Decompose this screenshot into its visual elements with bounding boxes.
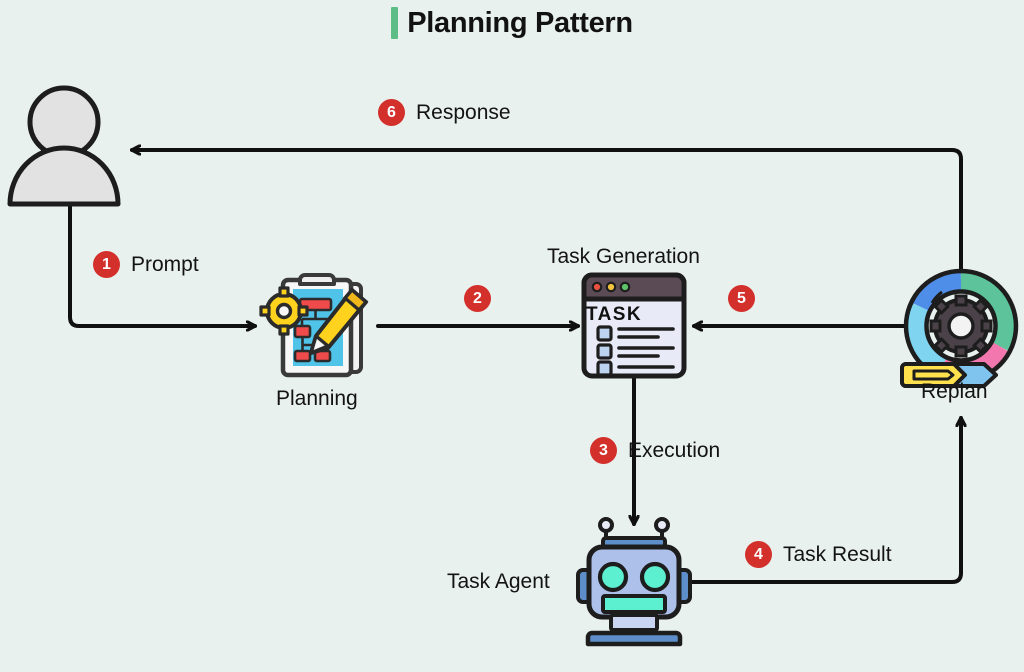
- arrow-task-result: [690, 416, 961, 584]
- step-label-prompt: Prompt: [131, 253, 199, 276]
- node-label-task-agent: Task Agent: [447, 570, 550, 593]
- step-badge-5: 5: [728, 285, 755, 312]
- task-window-heading: TASK: [586, 304, 642, 325]
- step-badge-3: 3: [590, 437, 617, 464]
- step-6-response: 6 Response: [378, 99, 511, 126]
- clipboard-flowchart-gear-pencil-icon: [259, 273, 369, 378]
- user-avatar-icon: [7, 85, 121, 207]
- task-window-checklist-icon: TASK: [581, 272, 687, 379]
- arrow-response: [130, 150, 963, 274]
- pencil-icon: [309, 287, 369, 355]
- step-label-task-result: Task Result: [783, 543, 892, 566]
- agile-cycle-gear-icon: [900, 268, 1019, 388]
- step-label-execution: Execution: [628, 439, 721, 462]
- step-5: 5: [728, 285, 755, 312]
- gear-icon: [929, 294, 993, 358]
- node-label-replan: Replan: [921, 380, 988, 403]
- step-badge-4: 4: [745, 541, 772, 568]
- step-label-response: Response: [416, 101, 511, 124]
- step-1-prompt: 1 Prompt: [93, 251, 199, 278]
- title-accent-bar: [391, 7, 399, 39]
- step-badge-1: 1: [93, 251, 120, 278]
- step-3-execution: 3 Execution: [590, 437, 720, 464]
- page-title: Planning Pattern: [0, 6, 1024, 40]
- step-2: 2: [464, 285, 491, 312]
- gear-icon: [259, 286, 309, 336]
- step-4-task-result: 4 Task Result: [745, 541, 892, 568]
- node-label-task-generation: Task Generation: [547, 245, 700, 268]
- page-title-text: Planning Pattern: [407, 7, 633, 39]
- robot-icon: [576, 517, 692, 647]
- node-label-planning: Planning: [276, 387, 358, 410]
- step-badge-2: 2: [464, 285, 491, 312]
- step-badge-6: 6: [378, 99, 405, 126]
- arrow-prompt: [68, 203, 257, 326]
